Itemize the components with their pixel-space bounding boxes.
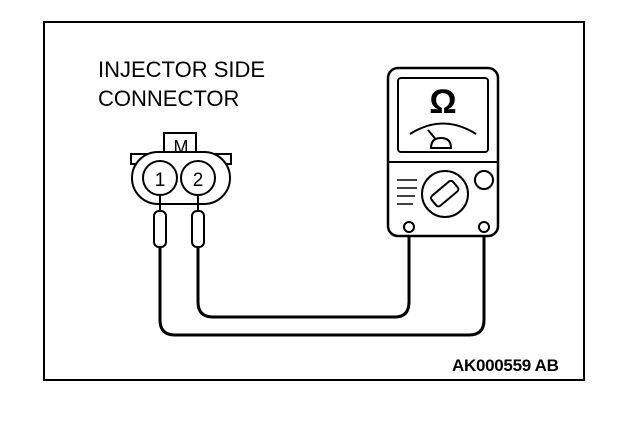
meter-needle-icon: [427, 129, 453, 149]
connector-title-line2: CONNECTOR: [98, 86, 240, 111]
figure-frame: [43, 21, 585, 381]
wire-pin2-to-probe: [196, 228, 411, 319]
meter-display: [397, 77, 489, 153]
connector-marker: M: [174, 137, 189, 157]
meter-terminal-left: [403, 221, 415, 233]
injector-connector: M 1 2: [130, 132, 232, 205]
figure-code: AK000559 AB: [452, 356, 559, 375]
meter-scale-arc: [409, 122, 477, 135]
probe-left: [153, 194, 167, 248]
meter-terminal-right: [478, 221, 490, 233]
ohm-symbol: Ω: [429, 83, 456, 121]
rotary-selector-icon: [421, 170, 469, 218]
ohmmeter: Ω: [386, 66, 500, 238]
adjust-knob-icon: [474, 170, 494, 190]
wire-pin1-to-probe: [158, 228, 486, 337]
pin1-label: 1: [155, 170, 166, 191]
connector-title-line1: INJECTOR SIDE: [98, 57, 266, 82]
probe-right: [191, 194, 205, 248]
range-lines: [397, 179, 417, 205]
pin2-label: 2: [193, 170, 204, 191]
